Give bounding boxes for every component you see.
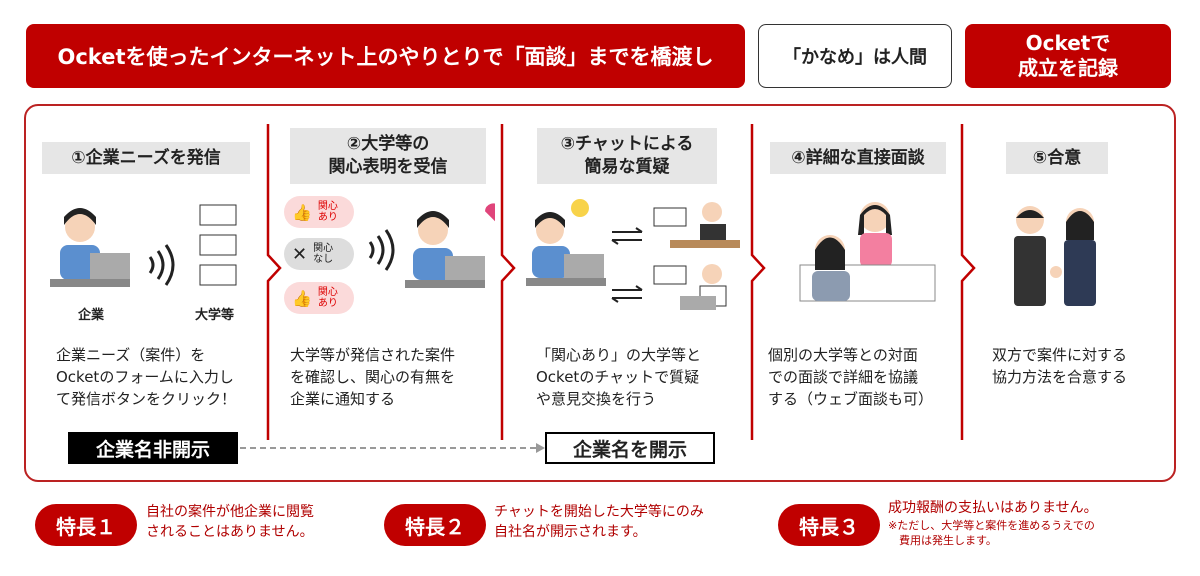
signal-icon	[368, 229, 395, 271]
step2-description: 大学等が発信された案件 を確認し、関心の有無を 企業に通知する	[290, 346, 456, 408]
name-shown-label: 企業名を開示	[545, 432, 715, 464]
step-dividers	[266, 124, 976, 440]
chat-illustration	[526, 199, 740, 310]
thumbs-up-icon: 👍	[292, 202, 312, 222]
company-caption: 企業	[78, 308, 105, 323]
step4-title: ④詳細な直接面談	[770, 142, 946, 174]
step4-description: 個別の大学等との対面 での面談で詳細を協議 する（ウェブ面談も可）	[768, 346, 934, 408]
thumbs-up-icon: 👍	[292, 288, 312, 308]
exchange-arrows-icon	[611, 227, 643, 303]
handshake-icon	[1050, 266, 1062, 278]
step3-description: 「関心あり」の大学等と Ocketのチャットで質疑 や意見交換を行う	[536, 346, 702, 408]
step2-title: ②大学等の 関心表明を受信	[290, 128, 486, 184]
step3-title: ③チャットによる 簡易な質疑	[537, 128, 717, 184]
feature1-text: 自社の案件が他企業に閲覧 されることはありません。	[146, 504, 314, 540]
company-receiving-illustration	[368, 203, 495, 288]
interest-no-bubble: ✕関心 なし	[284, 238, 354, 270]
step1-description: 企業ニーズ（案件）を Ocketのフォームに入力し て発信ボタンをクリック！	[56, 346, 237, 408]
feature1-badge: 特長１	[35, 504, 137, 546]
step5-description: 双方で案件に対する 協力方法を合意する	[992, 346, 1128, 386]
university-icon	[199, 204, 237, 286]
feature3-note: ※ただし、大学等と案件を進めるうえでの 費用は発生します。	[888, 519, 1095, 547]
key-banner: 「かなめ」は人間	[758, 24, 952, 88]
record-banner: Ocketで 成立を記録	[965, 24, 1171, 88]
step5-title: ⑤合意	[1006, 142, 1108, 174]
interest-yes-bubble: 👍関心 あり	[284, 196, 354, 228]
university-icon	[653, 265, 687, 285]
lightbulb-icon	[571, 199, 589, 217]
signal-icon	[148, 244, 175, 286]
dashed-arrow	[240, 443, 545, 453]
name-hidden-label: 企業名非開示	[68, 432, 238, 464]
heart-icon	[484, 203, 495, 222]
feature2-badge: 特長２	[384, 504, 486, 546]
interest-yes-bubble: 👍関心 あり	[284, 282, 354, 314]
cross-icon: ✕	[292, 243, 308, 265]
meeting-illustration	[799, 202, 936, 302]
university-icon	[653, 207, 687, 227]
university-caption: 大学等	[195, 308, 235, 323]
feature3-badge: 特長３	[778, 504, 880, 546]
feature3-text: 成功報酬の支払いはありません。	[888, 500, 1098, 516]
feature2-text: チャットを開始した大学等にのみ 自社名が開示されます。	[494, 504, 704, 540]
agreement-illustration	[1014, 206, 1096, 306]
flow-panel	[24, 104, 1176, 482]
company-sending-illustration	[50, 204, 237, 287]
laptop-icon	[50, 253, 130, 287]
bridge-banner: Ocketを使ったインターネット上のやりとりで「面談」までを橋渡し	[26, 24, 745, 88]
step1-title: ①企業ニーズを発信	[42, 142, 250, 174]
